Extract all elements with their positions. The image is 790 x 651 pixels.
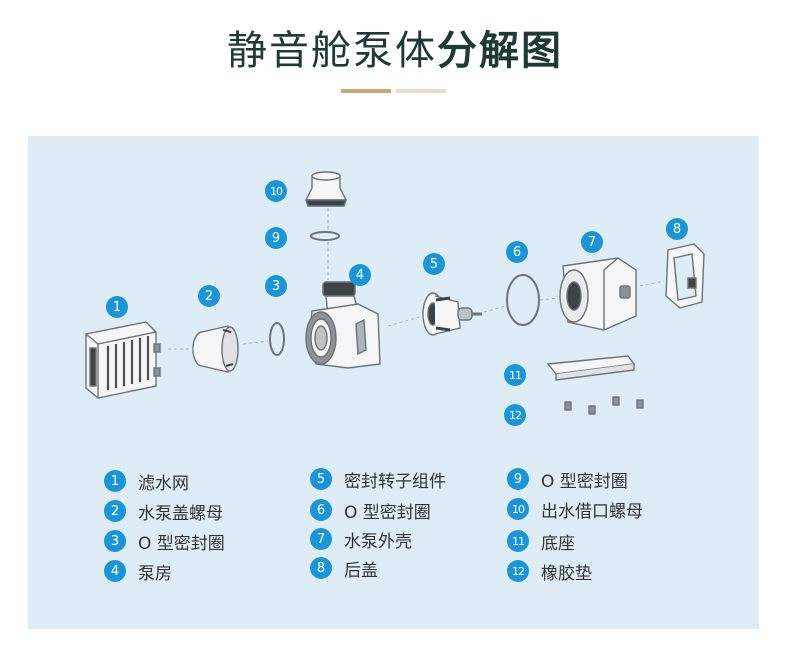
legend-item-7: 7 水泵外壳 — [310, 527, 412, 552]
pump-housing-part — [559, 257, 637, 331]
legend-number-badge: 5 — [310, 468, 332, 490]
base-part — [546, 355, 636, 381]
legend-number-badge: 4 — [104, 560, 126, 582]
legend-label: O 型密封圈 — [344, 502, 431, 523]
callout-8: 8 — [666, 218, 688, 240]
o-ring-3-part — [269, 322, 285, 356]
callout-12: 12 — [504, 404, 526, 426]
callout-11: 11 — [504, 364, 526, 386]
legend-number-badge: 7 — [310, 528, 332, 550]
callout-4: 4 — [349, 264, 371, 286]
callout-5: 5 — [423, 253, 445, 275]
legend-item-5: 5 密封转子组件 — [310, 467, 446, 492]
callout-9: 9 — [265, 227, 287, 249]
rubber-pads-part — [564, 396, 644, 415]
legend-number-badge: 11 — [507, 530, 529, 552]
legend-item-10: 10 出水借口螺母 — [507, 497, 643, 522]
legend-number-badge: 8 — [310, 557, 332, 579]
legend-label: 滤水网 — [138, 473, 189, 494]
legend-label: 后盖 — [344, 560, 378, 581]
legend-item-12: 12 橡胶垫 — [507, 559, 592, 584]
pump-cover-nut-part — [192, 325, 239, 373]
legend-item-2: 2 水泵盖螺母 — [104, 499, 223, 524]
legend-number-badge: 3 — [104, 530, 126, 552]
legend-number-badge: 12 — [507, 560, 529, 582]
title-underline-light — [396, 89, 446, 93]
callout-3: 3 — [265, 275, 287, 297]
pump-chamber-part — [305, 281, 381, 369]
legend-item-6: 6 O 型密封圈 — [310, 498, 431, 523]
o-ring-9-part — [310, 231, 340, 241]
title-underline-gold — [341, 89, 391, 93]
rotor-assembly-part — [422, 292, 482, 336]
callout-1: 1 — [106, 296, 128, 318]
legend-label: 出水借口螺母 — [541, 501, 643, 522]
legend-label: 密封转子组件 — [344, 471, 446, 492]
callout-7: 7 — [581, 231, 603, 253]
o-ring-6-part — [506, 274, 540, 326]
legend-number-badge: 10 — [507, 498, 529, 520]
legend-label: 橡胶垫 — [541, 563, 592, 584]
filter-mesh-part — [85, 321, 161, 399]
legend-item-9: 9 O 型密封圈 — [507, 467, 628, 492]
rear-cover-part — [665, 243, 705, 309]
legend-number-badge: 6 — [310, 499, 332, 521]
callout-2: 2 — [198, 285, 220, 307]
legend-label: 水泵外壳 — [344, 531, 412, 552]
legend-item-11: 11 底座 — [507, 529, 575, 554]
legend-label: 水泵盖螺母 — [138, 503, 223, 524]
callout-6: 6 — [506, 241, 528, 263]
legend-item-4: 4 泵房 — [104, 559, 172, 584]
outlet-nut-part — [304, 171, 348, 207]
legend-label: 泵房 — [138, 563, 172, 584]
exploded-parts-illustration — [85, 171, 705, 415]
legend-number-badge: 1 — [104, 470, 126, 492]
legend-item-1: 1 滤水网 — [104, 469, 189, 494]
legend-number-badge: 9 — [507, 468, 529, 490]
legend-label: O 型密封圈 — [138, 533, 225, 554]
exploded-view-panel: 1 2 3 4 5 6 7 8 9 10 11 12 1 滤水网 2 水泵盖螺母… — [28, 136, 759, 629]
legend-item-8: 8 后盖 — [310, 556, 378, 581]
legend-number-badge: 2 — [104, 500, 126, 522]
legend-item-3: 3 O 型密封圈 — [104, 529, 225, 554]
legend-label: 底座 — [541, 533, 575, 554]
legend-label: O 型密封圈 — [541, 471, 628, 492]
callout-10: 10 — [265, 180, 287, 202]
page-title: 静音舱泵体分解图 — [227, 28, 563, 74]
